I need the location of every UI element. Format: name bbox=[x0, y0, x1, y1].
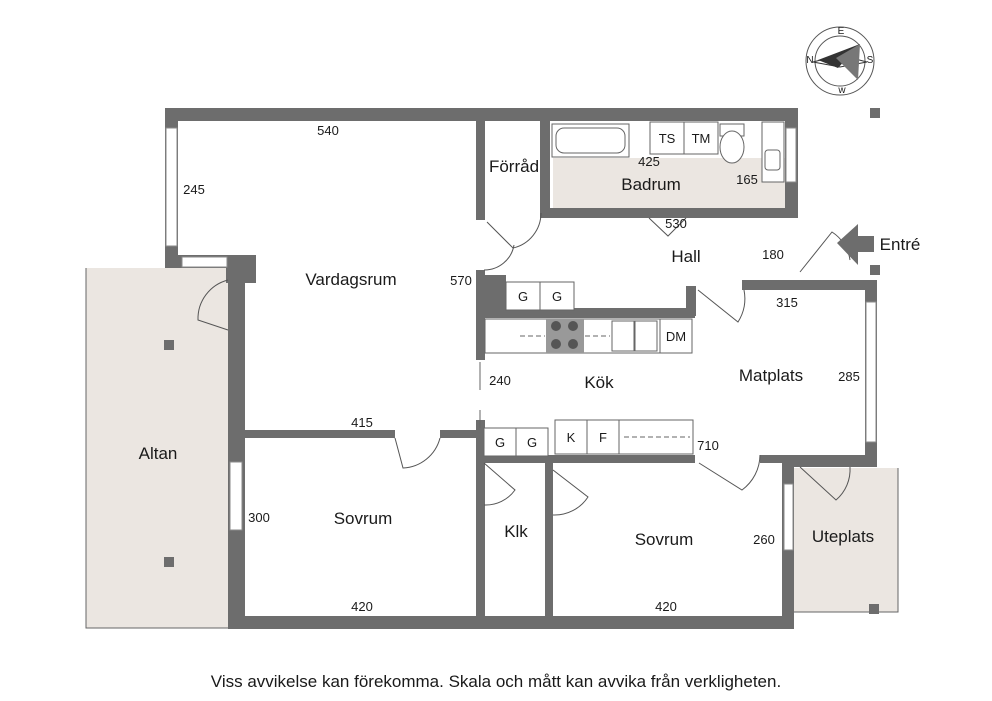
uteplats-post bbox=[869, 604, 879, 614]
dim-sovrum-right-width: 420 bbox=[655, 599, 677, 614]
compass-s: S bbox=[867, 55, 874, 66]
dim-entre-depth: 180 bbox=[762, 247, 784, 262]
g-box-2 bbox=[539, 281, 575, 311]
label-g-1: G bbox=[518, 289, 528, 304]
dim-matplats-right: 285 bbox=[838, 369, 860, 384]
dim-badrum-height: 165 bbox=[736, 172, 758, 187]
uteplats-area bbox=[794, 468, 898, 612]
disclaimer-text: Viss avvikelse kan förekomma. Skala och … bbox=[210, 672, 782, 691]
entrance-arrow-icon bbox=[837, 224, 874, 265]
windows bbox=[165, 127, 877, 551]
dim-hall-width: 530 bbox=[665, 216, 687, 231]
label-g-2: G bbox=[552, 289, 562, 304]
label-g-3: G bbox=[495, 435, 505, 450]
dim-sovrum-left-width: 420 bbox=[351, 599, 373, 614]
ts-box bbox=[649, 121, 685, 155]
label-k: K bbox=[567, 430, 576, 445]
dim-kok-left: 240 bbox=[489, 373, 511, 388]
corner-post bbox=[870, 108, 880, 118]
altan-edge bbox=[85, 268, 228, 629]
toilet-bowl bbox=[719, 130, 745, 164]
g-box-1 bbox=[505, 281, 541, 311]
compass-icon: E S w N bbox=[805, 26, 875, 96]
bathroom-fixtures bbox=[551, 121, 785, 183]
dim-vardagsrum-bottom: 415 bbox=[351, 415, 373, 430]
label-dm: DM bbox=[666, 329, 686, 344]
f-box bbox=[586, 419, 620, 455]
doors bbox=[197, 212, 851, 516]
kitchen-fixtures bbox=[479, 281, 694, 457]
g-box-3 bbox=[483, 427, 517, 457]
room-sovrum-left: Sovrum bbox=[334, 509, 393, 528]
sink-counter bbox=[761, 121, 785, 183]
label-ts: TS bbox=[659, 131, 676, 146]
dim-kok-right: 710 bbox=[697, 438, 719, 453]
tm-box bbox=[683, 121, 719, 155]
g-box-4 bbox=[515, 427, 549, 457]
bathtub bbox=[551, 123, 630, 158]
room-altan: Altan bbox=[139, 444, 178, 463]
sink-2 bbox=[634, 320, 658, 352]
compass-e: E bbox=[838, 26, 845, 37]
uteplats-edge bbox=[794, 468, 899, 613]
room-badrum: Badrum bbox=[621, 175, 681, 194]
dim-vardagsrum-top: 540 bbox=[317, 123, 339, 138]
altan-post-2 bbox=[164, 557, 174, 567]
room-matplats: Matplats bbox=[739, 366, 803, 385]
room-entre: Entré bbox=[880, 235, 921, 254]
label-f: F bbox=[599, 430, 607, 445]
dim-window-left: 245 bbox=[183, 182, 205, 197]
dim-sovrum-right-height: 260 bbox=[753, 532, 775, 547]
dim-matplats-top: 315 bbox=[776, 295, 798, 310]
entre-post bbox=[870, 265, 880, 275]
room-kok: Kök bbox=[584, 373, 614, 392]
room-hall: Hall bbox=[671, 247, 700, 266]
compass-n: N bbox=[806, 55, 813, 66]
compass-w: w bbox=[837, 85, 846, 96]
altan-post-1 bbox=[164, 340, 174, 350]
label-tm: TM bbox=[692, 131, 711, 146]
dm-box bbox=[659, 318, 693, 354]
altan-area bbox=[86, 268, 228, 628]
room-vardagsrum: Vardagsrum bbox=[305, 270, 396, 289]
room-sovrum-right: Sovrum bbox=[635, 530, 694, 549]
label-g-4: G bbox=[527, 435, 537, 450]
sink-1 bbox=[611, 320, 635, 352]
badrum-floor bbox=[553, 158, 787, 210]
room-uteplats: Uteplats bbox=[812, 527, 874, 546]
dim-badrum-width: 425 bbox=[638, 154, 660, 169]
room-forrad: Förråd bbox=[489, 157, 539, 176]
dim-sovrum-left-height: 300 bbox=[248, 510, 270, 525]
room-klk: Klk bbox=[504, 522, 528, 541]
dim-hall-left: 570 bbox=[450, 273, 472, 288]
